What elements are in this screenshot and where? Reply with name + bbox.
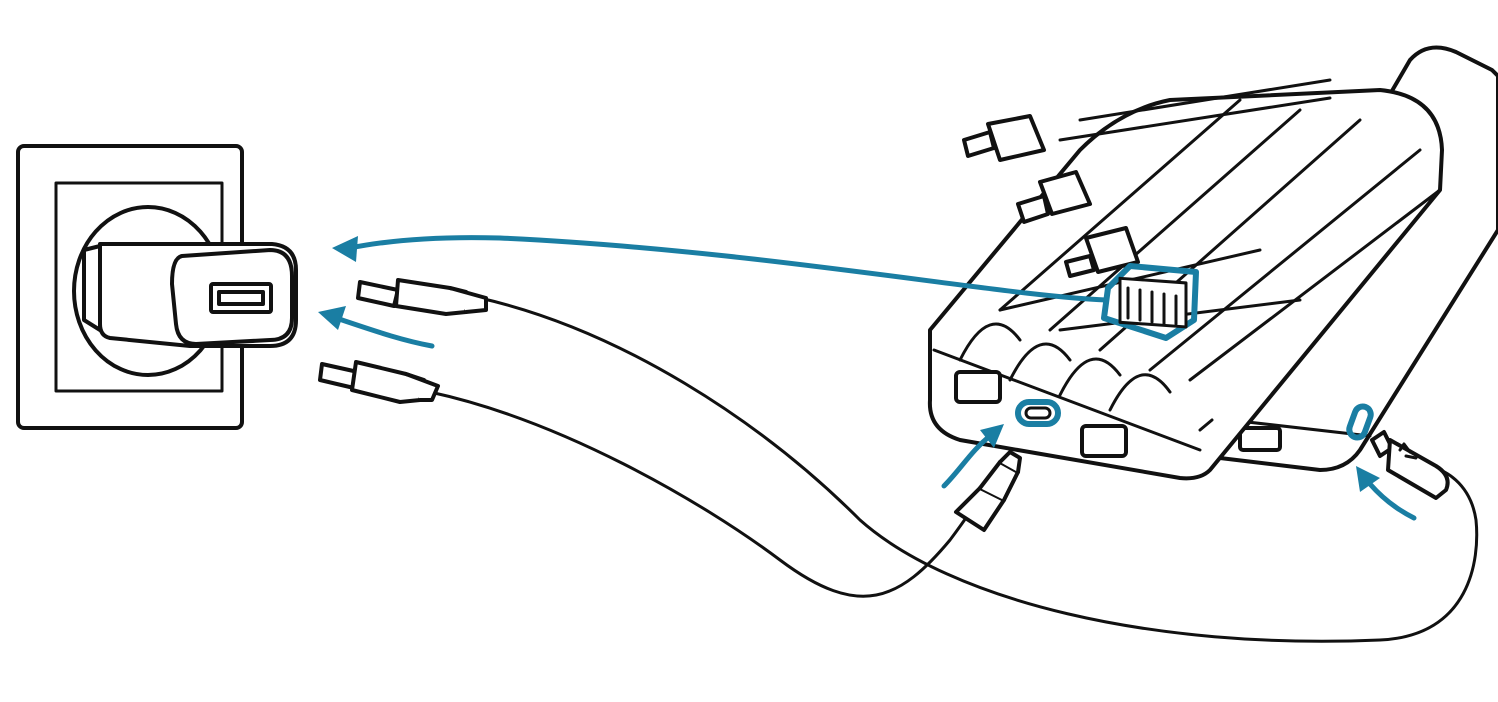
micro-usb-plug-icon (1370, 430, 1450, 500)
arrow-icon (318, 306, 435, 349)
usb-c-port-highlight-icon (1015, 399, 1061, 427)
arrow-icon (1356, 466, 1417, 521)
usb-a-plug-icon (356, 278, 1479, 643)
usb-wall-charger-icon (82, 242, 298, 348)
usb-a-plug-icon (318, 360, 1002, 598)
arrow-icon (332, 235, 1109, 303)
usb-c-plug-icon (954, 450, 1022, 532)
micro-usb-port-highlight-icon (1346, 403, 1374, 441)
usb-a-port-highlight-icon (1101, 263, 1199, 341)
arrow-icon (941, 424, 1004, 489)
